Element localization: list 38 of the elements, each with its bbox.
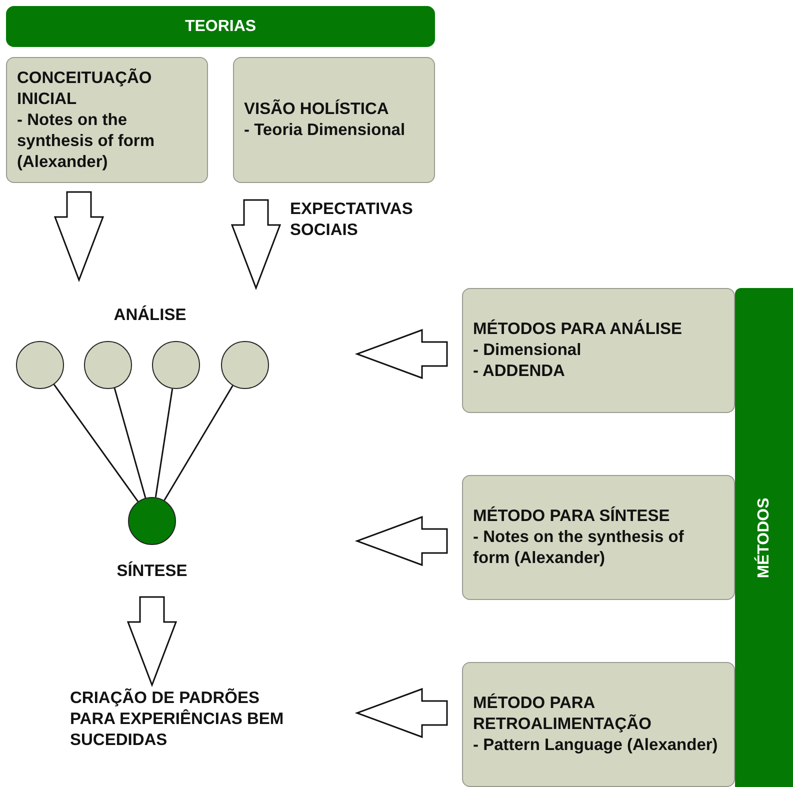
box-heading: MÉTODO PARA SÍNTESE xyxy=(473,506,671,527)
block-arrow xyxy=(354,516,448,566)
block-arrow xyxy=(126,596,178,688)
box-text: - Notes on the synthesis of form (Alexander) xyxy=(17,110,156,172)
synthesis-circle xyxy=(128,497,176,545)
band-title: MÉTODOS xyxy=(755,497,773,578)
theory-box xyxy=(6,57,208,183)
method-box xyxy=(462,662,735,787)
box-heading: MÉTODOS PARA ANÁLISE xyxy=(473,319,684,340)
header-band xyxy=(6,6,435,47)
band-title: TEORIAS xyxy=(184,18,256,36)
connector-line xyxy=(114,388,146,498)
connector-line xyxy=(53,384,139,502)
box-heading: VISÃO HOLÍSTICA xyxy=(244,99,390,120)
analysis-circle xyxy=(152,341,200,389)
box-text: - Dimensional xyxy=(473,340,582,361)
side-band xyxy=(735,288,793,787)
stage-label: CRIAÇÃO DE PADRÕES PARA EXPERIÊNCIAS BEM SUCEDIDAS xyxy=(70,686,295,752)
box-text: - Pattern Language (Alexander) xyxy=(473,735,719,756)
analysis-circle xyxy=(84,341,132,389)
box-text: - ADDENDA xyxy=(473,361,566,382)
method-box xyxy=(462,475,735,600)
block-arrow xyxy=(54,191,104,282)
stage-label: SÍNTESE xyxy=(116,562,188,581)
analysis-circle xyxy=(221,341,269,389)
box-heading: CONCEITUAÇÃO INICIAL xyxy=(17,68,153,110)
stage-label: ANÁLISE xyxy=(100,304,200,326)
theory-box xyxy=(233,57,435,183)
box-heading: MÉTODO PARA RETROALIMENTAÇÃO xyxy=(473,693,652,735)
analysis-circle xyxy=(16,341,64,389)
block-arrow xyxy=(354,328,448,380)
box-text: - Notes on the synthesis of form (Alexander) xyxy=(473,527,685,569)
method-box xyxy=(462,288,735,413)
block-arrow xyxy=(230,199,282,290)
block-arrow xyxy=(354,688,448,738)
connector-line xyxy=(164,385,234,501)
box-text: - Teoria Dimensional xyxy=(244,120,406,141)
connector-line xyxy=(154,388,174,498)
